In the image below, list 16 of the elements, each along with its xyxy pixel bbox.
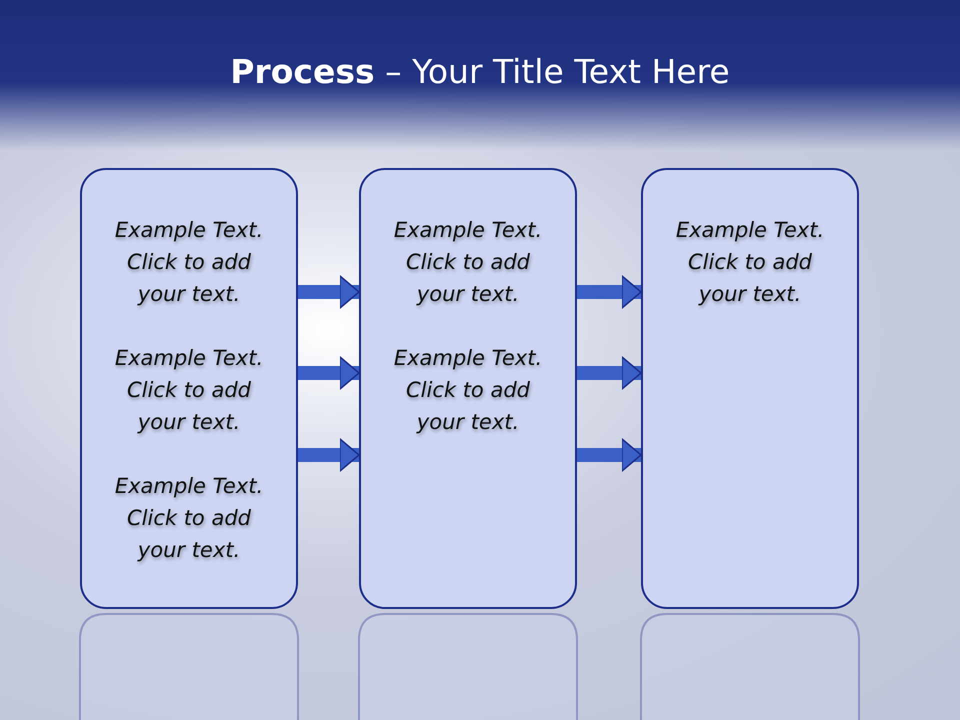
arrow xyxy=(298,356,360,390)
arrow xyxy=(298,438,360,472)
arrow xyxy=(577,438,642,472)
arrow xyxy=(298,275,360,309)
process-box xyxy=(359,168,577,609)
body-text: Example Text. Click to add your text. xyxy=(674,217,826,308)
arrow xyxy=(577,356,642,390)
body-text: Example Text. Click to add your text. xyxy=(392,217,544,308)
body-text: Example Text. Click to add your text. xyxy=(392,345,544,436)
body-text: Example Text. Click to add your text. xyxy=(114,345,264,436)
slide-title: Process – Your Title Text Here xyxy=(230,52,730,91)
arrow xyxy=(577,275,642,309)
body-text: Example Text. Click to add your text. xyxy=(114,473,264,564)
process-box xyxy=(641,168,859,609)
process-box xyxy=(80,168,298,609)
body-text: Example Text. Click to add your text. xyxy=(114,217,264,308)
